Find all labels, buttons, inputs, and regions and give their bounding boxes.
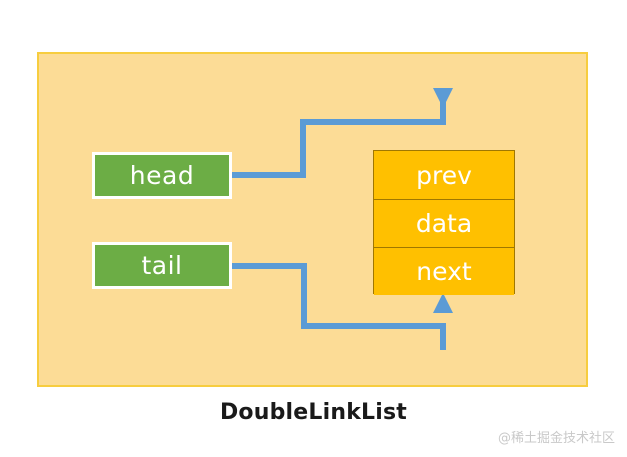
node-cell-data-label: data: [415, 209, 473, 238]
pointer-box-tail[interactable]: tail: [92, 242, 232, 289]
connector-layer: [232, 88, 453, 350]
node-cell-data[interactable]: data: [374, 199, 514, 247]
connector-tail-to-next: [232, 263, 453, 350]
node-cell-prev[interactable]: prev: [374, 151, 514, 199]
node-cell-next[interactable]: next: [374, 247, 514, 295]
list-node[interactable]: prev data next: [373, 150, 515, 295]
arrowhead-down-icon: [433, 88, 453, 108]
connector-head-to-prev: [232, 88, 453, 178]
watermark: @稀土掘金技术社区: [497, 431, 615, 446]
pointer-box-head-label: head: [129, 161, 195, 190]
diagram-panel: head tail prev data next: [37, 52, 588, 387]
pointer-box-tail-label: tail: [141, 251, 183, 280]
node-cell-next-label: next: [416, 257, 472, 286]
arrowhead-up-icon: [433, 293, 453, 313]
pointer-box-head[interactable]: head: [92, 152, 232, 199]
node-cell-prev-label: prev: [416, 160, 472, 190]
diagram-caption: DoubleLinkList: [219, 400, 408, 425]
